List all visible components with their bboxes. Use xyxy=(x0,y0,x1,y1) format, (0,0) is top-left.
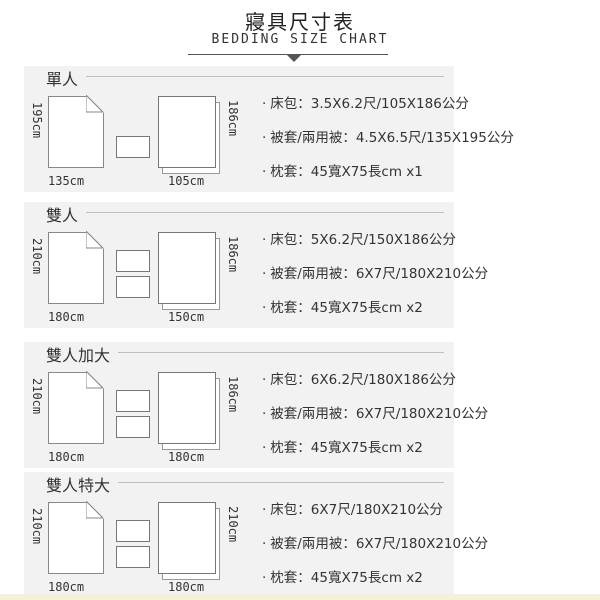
sheet-width-label: 105cm xyxy=(168,174,205,188)
bullet-icon: · xyxy=(262,130,267,146)
sheet-width-label: 180cm xyxy=(168,450,205,464)
duvet-height-label: 195cm xyxy=(30,102,44,139)
bullet-icon: · xyxy=(262,570,267,586)
sheet-length-label: 210cm xyxy=(226,506,240,543)
spec-line: ·被套/兩用被：6X7尺/180X210公分 xyxy=(262,262,488,282)
bullet-icon: · xyxy=(262,536,267,552)
fitted-sheet-diagram xyxy=(158,502,216,574)
duvet-width-label: 180cm xyxy=(48,310,85,324)
pillow-diagram xyxy=(116,416,150,438)
spec-line: ·枕套：45寬X75長cm x2 xyxy=(262,436,423,456)
spec-text: 枕套：45寬X75長cm x2 xyxy=(270,300,423,316)
folded-corner-icon xyxy=(86,95,104,113)
spec-text: 床包：5X6.2尺/150X186公分 xyxy=(270,232,456,248)
bullet-icon: · xyxy=(262,406,267,422)
pillow-diagram xyxy=(116,546,150,568)
bullet-icon: · xyxy=(262,232,267,248)
page-subtitle: BEDDING SIZE CHART xyxy=(211,32,389,47)
section-label: 雙人 xyxy=(46,206,79,225)
sheet-length-label: 186cm xyxy=(226,236,240,273)
bullet-icon: · xyxy=(262,96,267,112)
bullet-icon: · xyxy=(262,440,267,456)
page-title: 寢具尺寸表 xyxy=(245,10,355,34)
spec-line: ·床包：6X6.2尺/180X186公分 xyxy=(262,368,456,388)
spec-line: ·床包：5X6.2尺/150X186公分 xyxy=(262,228,456,248)
spec-text: 枕套：45寬X75長cm x2 xyxy=(270,440,423,456)
spec-line: ·枕套：45寬X75長cm x2 xyxy=(262,296,423,316)
bullet-icon: · xyxy=(262,502,267,518)
section-rule xyxy=(118,352,444,353)
pillow-diagram xyxy=(116,390,150,412)
folded-corner-icon xyxy=(86,501,104,519)
spec-line: ·床包：3.5X6.2尺/105X186公分 xyxy=(262,92,469,112)
sheet-length-label: 186cm xyxy=(226,376,240,413)
section-label: 雙人特大 xyxy=(46,476,111,495)
bullet-icon: · xyxy=(262,372,267,388)
pillow-diagram xyxy=(116,276,150,298)
pillow-diagram xyxy=(116,250,150,272)
bullet-icon: · xyxy=(262,300,267,316)
folded-corner-icon xyxy=(86,371,104,389)
duvet-width-label: 180cm xyxy=(48,450,85,464)
spec-line: ·被套/兩用被：6X7尺/180X210公分 xyxy=(262,532,488,552)
section-rule xyxy=(118,482,444,483)
fitted-sheet-diagram xyxy=(158,232,216,304)
fitted-sheet-diagram xyxy=(158,372,216,444)
spec-line: ·枕套：45寬X75長cm x2 xyxy=(262,566,423,586)
header-notch-icon xyxy=(286,54,302,62)
spec-text: 床包：6X7尺/180X210公分 xyxy=(270,502,444,518)
duvet-height-label: 210cm xyxy=(30,508,44,545)
bullet-icon: · xyxy=(262,266,267,282)
sheet-width-label: 180cm xyxy=(168,580,205,594)
spec-text: 被套/兩用被：4.5X6.5尺/135X195公分 xyxy=(270,130,514,146)
header: 寢具尺寸表 BEDDING SIZE CHART xyxy=(0,0,600,70)
fitted-sheet-diagram xyxy=(158,96,216,168)
section-label: 雙人加大 xyxy=(46,346,111,365)
pillow-diagram xyxy=(116,136,150,158)
sheet-length-label: 186cm xyxy=(226,100,240,137)
spec-line: ·枕套：45寬X75長cm x1 xyxy=(262,160,423,180)
spec-line: ·床包：6X7尺/180X210公分 xyxy=(262,498,443,518)
duvet-height-label: 210cm xyxy=(30,238,44,275)
duvet-height-label: 210cm xyxy=(30,378,44,415)
pillow-diagram xyxy=(116,520,150,542)
bullet-icon: · xyxy=(262,164,267,180)
spec-text: 枕套：45寬X75長cm x1 xyxy=(270,164,423,180)
spec-text: 床包：6X6.2尺/180X186公分 xyxy=(270,372,456,388)
spec-text: 枕套：45寬X75長cm x2 xyxy=(270,570,423,586)
bottom-bar xyxy=(0,594,600,600)
spec-text: 床包：3.5X6.2尺/105X186公分 xyxy=(270,96,469,112)
section-rule xyxy=(86,76,444,77)
duvet-width-label: 135cm xyxy=(48,174,85,188)
spec-text: 被套/兩用被：6X7尺/180X210公分 xyxy=(270,406,489,422)
spec-text: 被套/兩用被：6X7尺/180X210公分 xyxy=(270,266,489,282)
duvet-width-label: 180cm xyxy=(48,580,85,594)
section-label: 單人 xyxy=(46,70,79,89)
folded-corner-icon xyxy=(86,231,104,249)
spec-line: ·被套/兩用被：6X7尺/180X210公分 xyxy=(262,402,488,422)
section-rule xyxy=(86,212,444,213)
spec-line: ·被套/兩用被：4.5X6.5尺/135X195公分 xyxy=(262,126,514,146)
spec-text: 被套/兩用被：6X7尺/180X210公分 xyxy=(270,536,489,552)
sheet-width-label: 150cm xyxy=(168,310,205,324)
